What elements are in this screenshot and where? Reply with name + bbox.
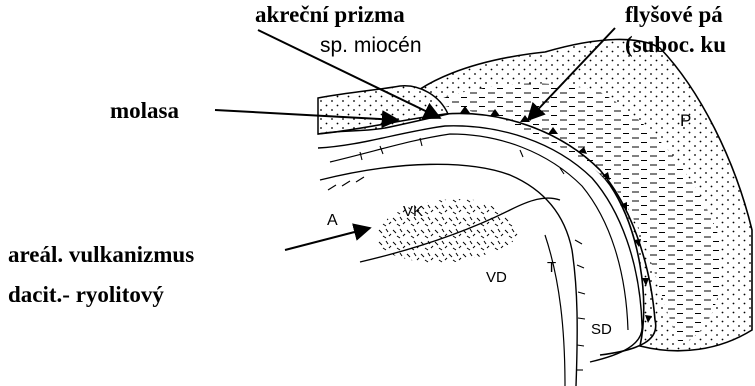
lower-layer-ticks: [360, 138, 564, 174]
accretionary-prism-label: akreční prizma: [255, 2, 405, 27]
volcanic-area: [378, 199, 520, 263]
molasse-area: [318, 86, 448, 134]
map-letter-vk: VK: [403, 203, 423, 220]
flysch-label-line2: (suboc. ku: [625, 32, 726, 57]
plate-motion-marks: [328, 177, 364, 190]
volcanism-label-line1: areál. vulkanizmus: [8, 242, 194, 267]
map-letter-p: P: [680, 111, 691, 130]
map-letter-vd: VD: [486, 269, 507, 286]
volcanism-leader-arrow: [285, 228, 370, 250]
map-letter-sd: SD: [591, 321, 612, 338]
age-label: sp. miocén: [320, 34, 422, 57]
map-letter-t: T: [547, 259, 556, 276]
map-letter-a: A: [327, 212, 338, 229]
underlying-plate-outline: [320, 164, 577, 386]
flysch-label-line1: flyšové pá: [625, 2, 723, 27]
underlying-plate-outline-2: [545, 235, 565, 386]
volcanism-label-line2: dacit.- ryolitový: [8, 282, 164, 307]
molasse-label: molasa: [110, 98, 180, 123]
